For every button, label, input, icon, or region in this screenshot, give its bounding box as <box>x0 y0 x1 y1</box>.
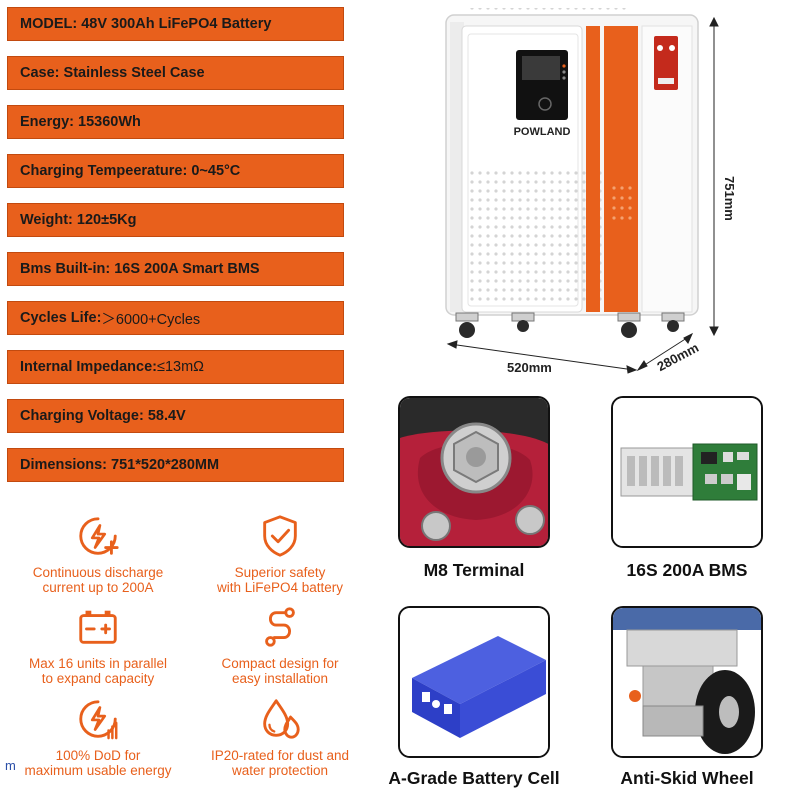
caption-m8-terminal: M8 Terminal <box>423 560 525 580</box>
spec-charging-voltage: Charging Voltage: 58.4V <box>7 399 344 433</box>
battery-icon <box>79 610 117 644</box>
height-dimension-label: 751mm <box>722 176 737 221</box>
shield-check-icon <box>263 515 297 557</box>
caption-bms: 16S 200A BMS <box>626 560 748 580</box>
spec-case: Case: Stainless Steel Case <box>7 56 344 90</box>
caption-wheel: Anti-Skid Wheel <box>620 768 754 788</box>
vent-pattern <box>470 8 626 301</box>
battery-cabinet-image: POWLAND <box>445 8 719 374</box>
brand-logo-text: POWLAND <box>514 126 571 138</box>
panel-bms <box>611 396 763 548</box>
spec-cycles-life: Cycles Life: ＞6000+Cycles <box>7 301 344 335</box>
spec-dimensions: Dimensions: 751*520*280MM <box>7 448 344 482</box>
spec-model: MODEL: 48V 300Ah LiFePO4 Battery <box>7 7 344 41</box>
anti-skid-wheel-image <box>613 608 761 756</box>
panel-wheel <box>611 606 763 758</box>
lightning-bars-icon <box>79 700 118 740</box>
bms-board-image <box>613 398 761 546</box>
caption-battery-cell: A-Grade Battery Cell <box>388 768 560 788</box>
panel-m8-terminal <box>398 396 550 548</box>
cable-icon <box>265 607 295 647</box>
spec-energy: Energy: 15360Wh <box>7 105 344 139</box>
m8-terminal-image <box>400 398 548 546</box>
water-drops-icon <box>263 699 300 739</box>
spec-weight: Weight: 120±5Kg <box>7 203 344 237</box>
spec-internal-impedance: Internal Impedance: ≤13mΩ <box>7 350 344 384</box>
battery-cell-image <box>400 608 548 756</box>
spec-charging-temperature: Charging Tempeerature: 0~45°C <box>7 154 344 188</box>
dimension-lines <box>446 16 719 374</box>
stray-mark: m <box>5 758 16 773</box>
panel-battery-cell <box>398 606 550 758</box>
spec-bms: Bms Built-in: 16S 200A Smart BMS <box>7 252 344 286</box>
width-dimension-label: 520mm <box>507 360 552 375</box>
lightning-plus-icon <box>79 517 119 555</box>
